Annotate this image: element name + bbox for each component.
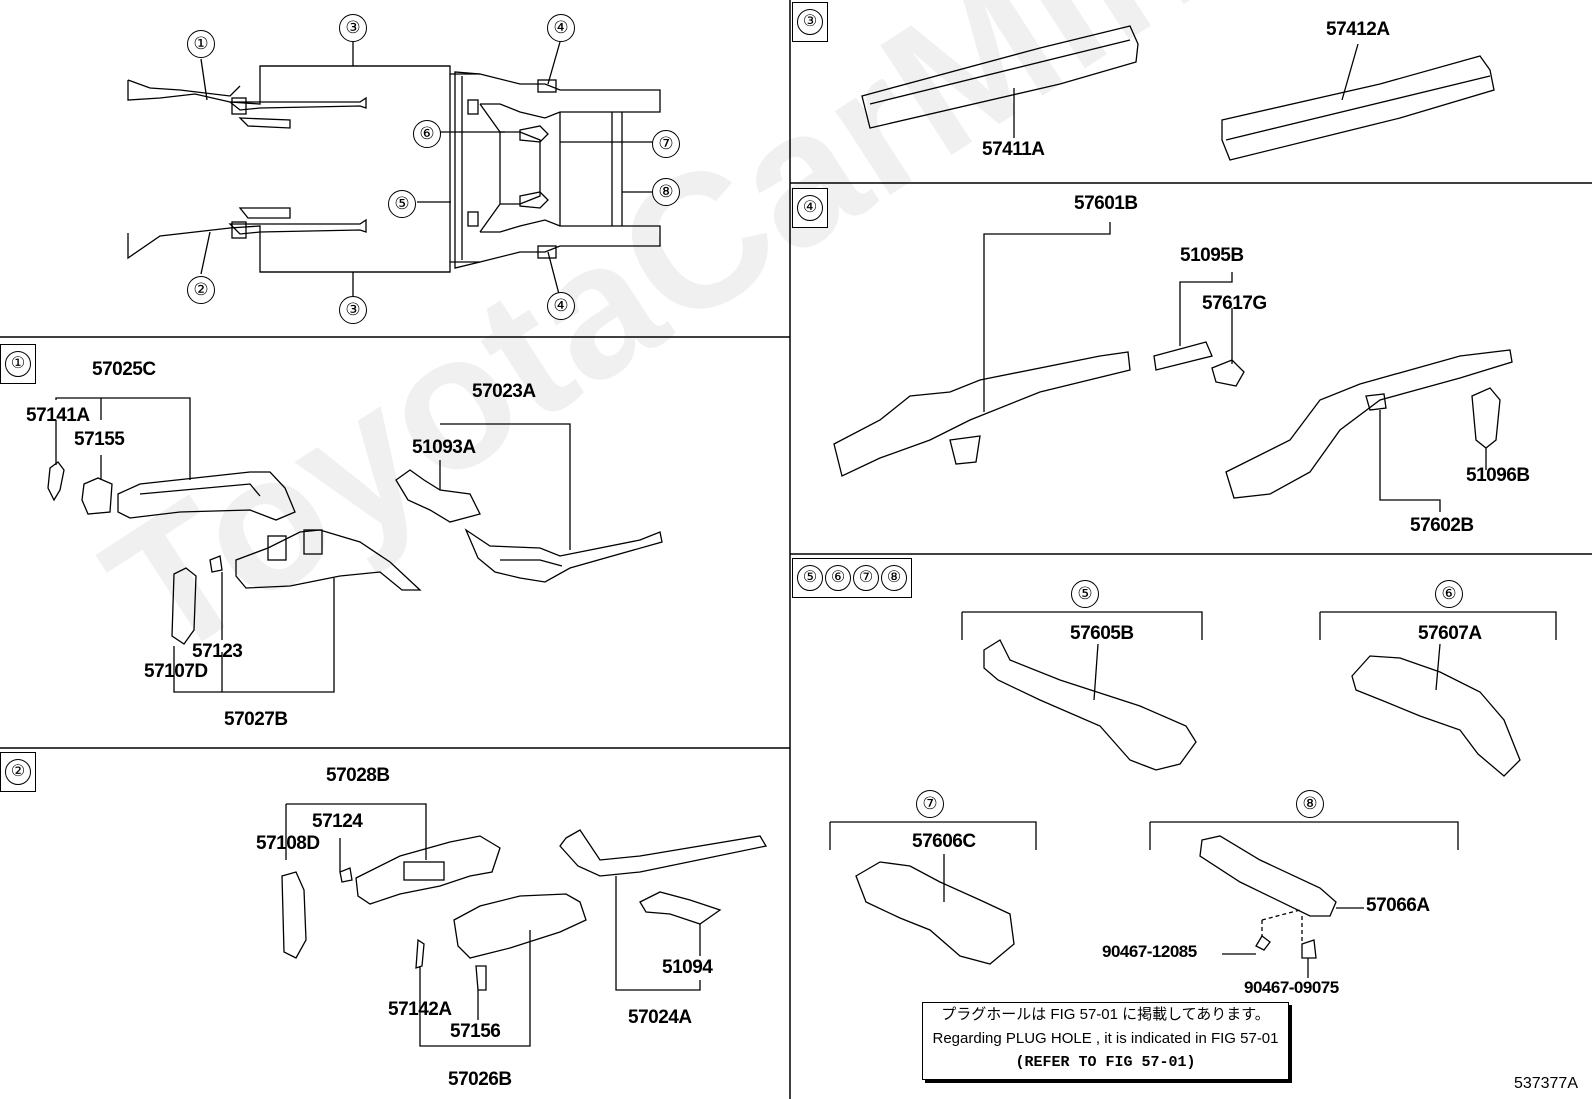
callout-1: ①: [187, 30, 215, 58]
callout-2: ②: [187, 276, 215, 304]
section-tag-1: ①: [0, 344, 36, 384]
part-57155: 57155: [74, 429, 125, 450]
part-57124: 57124: [312, 811, 363, 832]
part-57412A: 57412A: [1326, 19, 1390, 40]
overview-leaders: [200, 41, 654, 299]
part-57107D: 57107D: [144, 661, 208, 682]
section-tag-2: ②: [0, 752, 36, 792]
section-circle: ⑤: [797, 565, 823, 591]
part-57156: 57156: [450, 1021, 501, 1042]
part-57025C: 57025C: [92, 359, 156, 380]
note-line-ref: (REFER TO FIG 57-01): [1015, 1054, 1196, 1071]
figure-id: 537377A: [1513, 1075, 1578, 1092]
section3-leaders: [1013, 43, 1359, 138]
part-57123: 57123: [192, 641, 243, 662]
section-circle: ①: [5, 351, 31, 377]
part-51093A: 51093A: [412, 437, 476, 458]
part-57617G: 57617G: [1202, 293, 1267, 314]
part-57023A: 57023A: [472, 381, 536, 402]
note-line-en: Regarding PLUG HOLE , it is indicated in…: [932, 1030, 1279, 1047]
part-57024A: 57024A: [628, 1007, 692, 1028]
callout-3-top: ③: [339, 14, 367, 42]
sub-callout-6: ⑥: [1435, 580, 1463, 608]
section-circle: ⑦: [853, 565, 879, 591]
part-57411A: 57411A: [982, 139, 1045, 160]
part-57141A: 57141A: [26, 405, 90, 426]
section5678-parts: [829, 611, 1557, 965]
section1-parts: [47, 461, 663, 645]
part-51095B: 51095B: [1180, 245, 1244, 266]
part-57066A: 57066A: [1366, 895, 1430, 916]
plug-hole-note: プラグホールは FIG 57-01 に掲載してあります。 Regarding P…: [922, 1002, 1289, 1080]
part-90467-12085: 90467-12085: [1102, 942, 1197, 961]
section5678-leaders: [943, 643, 1441, 978]
part-57028B: 57028B: [326, 765, 390, 786]
part-51096B: 51096B: [1466, 465, 1530, 486]
callout-5: ⑤: [388, 190, 416, 218]
section-circle: ⑥: [825, 565, 851, 591]
section-circle: ③: [797, 9, 823, 35]
section-tag-4: ④: [792, 188, 828, 228]
section-circle: ④: [797, 195, 823, 221]
part-57605B: 57605B: [1070, 623, 1134, 644]
section1-leaders: [55, 397, 571, 693]
sub-callout-8: ⑧: [1296, 790, 1324, 818]
section4-leaders: [983, 222, 1487, 512]
callout-3-bottom: ③: [339, 296, 367, 324]
section-tag-5678: ⑤ ⑥ ⑦ ⑧: [792, 558, 912, 598]
part-57601B: 57601B: [1074, 193, 1138, 214]
part-57108D: 57108D: [256, 833, 320, 854]
section4-parts: [833, 341, 1513, 499]
part-90467-09075: 90467-09075: [1244, 978, 1339, 997]
callout-8: ⑧: [652, 178, 680, 206]
section3-parts: [861, 25, 1495, 161]
part-57027B: 57027B: [224, 709, 288, 730]
sub-callout-5: ⑤: [1071, 580, 1099, 608]
part-57602B: 57602B: [1410, 515, 1474, 536]
note-line-jp: プラグホールは FIG 57-01 に掲載してあります。: [941, 1006, 1270, 1023]
part-57026B: 57026B: [448, 1069, 512, 1090]
part-57142A: 57142A: [388, 999, 452, 1020]
section-tag-3: ③: [792, 2, 828, 42]
part-51094: 51094: [662, 957, 713, 978]
callout-6: ⑥: [413, 120, 441, 148]
part-57606C: 57606C: [912, 831, 976, 852]
callout-7: ⑦: [652, 130, 680, 158]
section2-parts: [281, 829, 768, 991]
section2-leaders: [285, 803, 701, 1047]
callout-4-bottom: ④: [547, 292, 575, 320]
section-circle: ⑧: [881, 565, 907, 591]
frame-overview-drawing: [127, 65, 661, 273]
callout-4-top: ④: [547, 14, 575, 42]
part-57607A: 57607A: [1418, 623, 1482, 644]
sub-callout-7: ⑦: [916, 790, 944, 818]
section-circle: ②: [5, 759, 31, 785]
